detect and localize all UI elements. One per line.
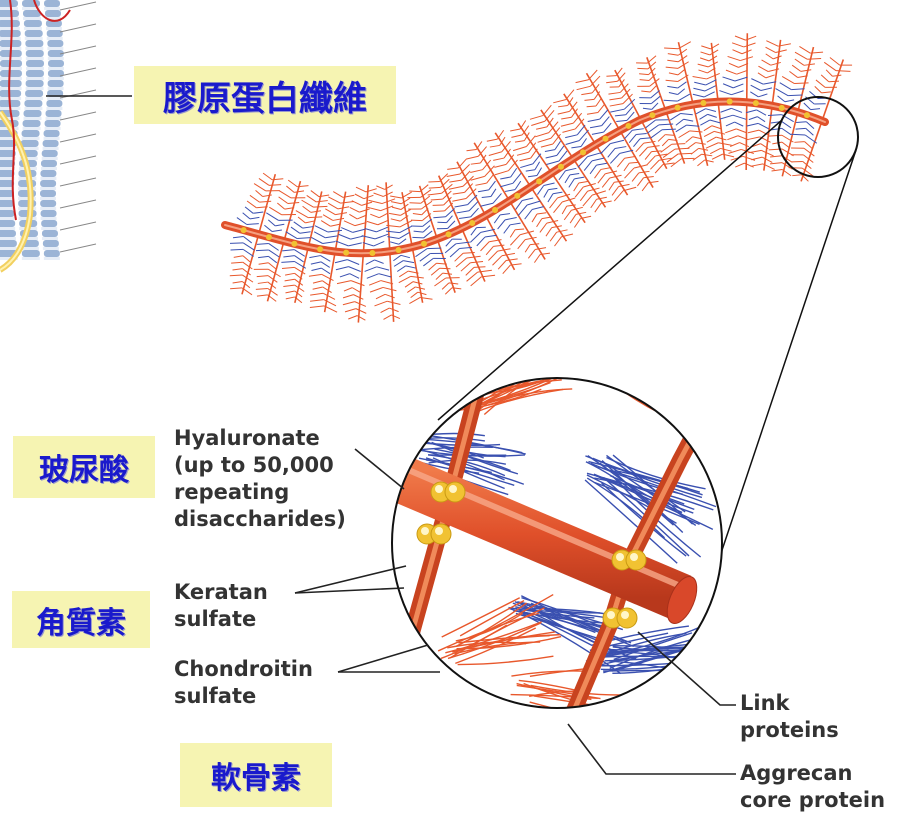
hyaluronate-line-3: repeating <box>174 479 346 506</box>
zoom-tangent-right <box>712 150 856 580</box>
hyaluronate-label: Hyaluronate (up to 50,000 repeating disa… <box>174 425 346 533</box>
chondroitin-line-2: sulfate <box>174 683 313 710</box>
chondroitin-leader-1 <box>338 645 428 672</box>
keratan-label: 角質素 <box>12 591 150 648</box>
keratan-sulfate-label: Keratan sulfate <box>174 579 268 633</box>
chondroitin-sulfate-label: Chondroitin sulfate <box>174 656 313 710</box>
aggrecan-core-protein-label: Aggrecan core protein <box>740 760 885 814</box>
link-line-2: proteins <box>740 717 839 744</box>
chondroitin-line-1: Chondroitin <box>174 656 313 683</box>
link-proteins-label: Link proteins <box>740 690 839 744</box>
link-line-1: Link <box>740 690 839 717</box>
hyaluronate-line-1: Hyaluronate <box>174 425 346 452</box>
aggrecan-line-2: core protein <box>740 787 885 814</box>
aggrecan-line-1: Aggrecan <box>740 760 885 787</box>
aggrecan-leader <box>568 724 736 774</box>
keratan-line-2: sulfate <box>174 606 268 633</box>
hyaluronate-line-2: (up to 50,000 <box>174 452 346 479</box>
zoom-tangent-left <box>438 120 782 420</box>
hyaluronate-line-4: disaccharides) <box>174 506 346 533</box>
collagen-fibril-cluster <box>0 0 96 270</box>
collagen-fiber-label: 膠原蛋白纖維 <box>134 66 396 124</box>
hyaluronic-acid-label: 玻尿酸 <box>13 436 155 498</box>
keratan-line-1: Keratan <box>174 579 268 606</box>
hyaluronate-leader <box>355 449 404 489</box>
chondroitin-label: 軟骨素 <box>180 743 332 807</box>
magnified-view <box>380 323 824 723</box>
